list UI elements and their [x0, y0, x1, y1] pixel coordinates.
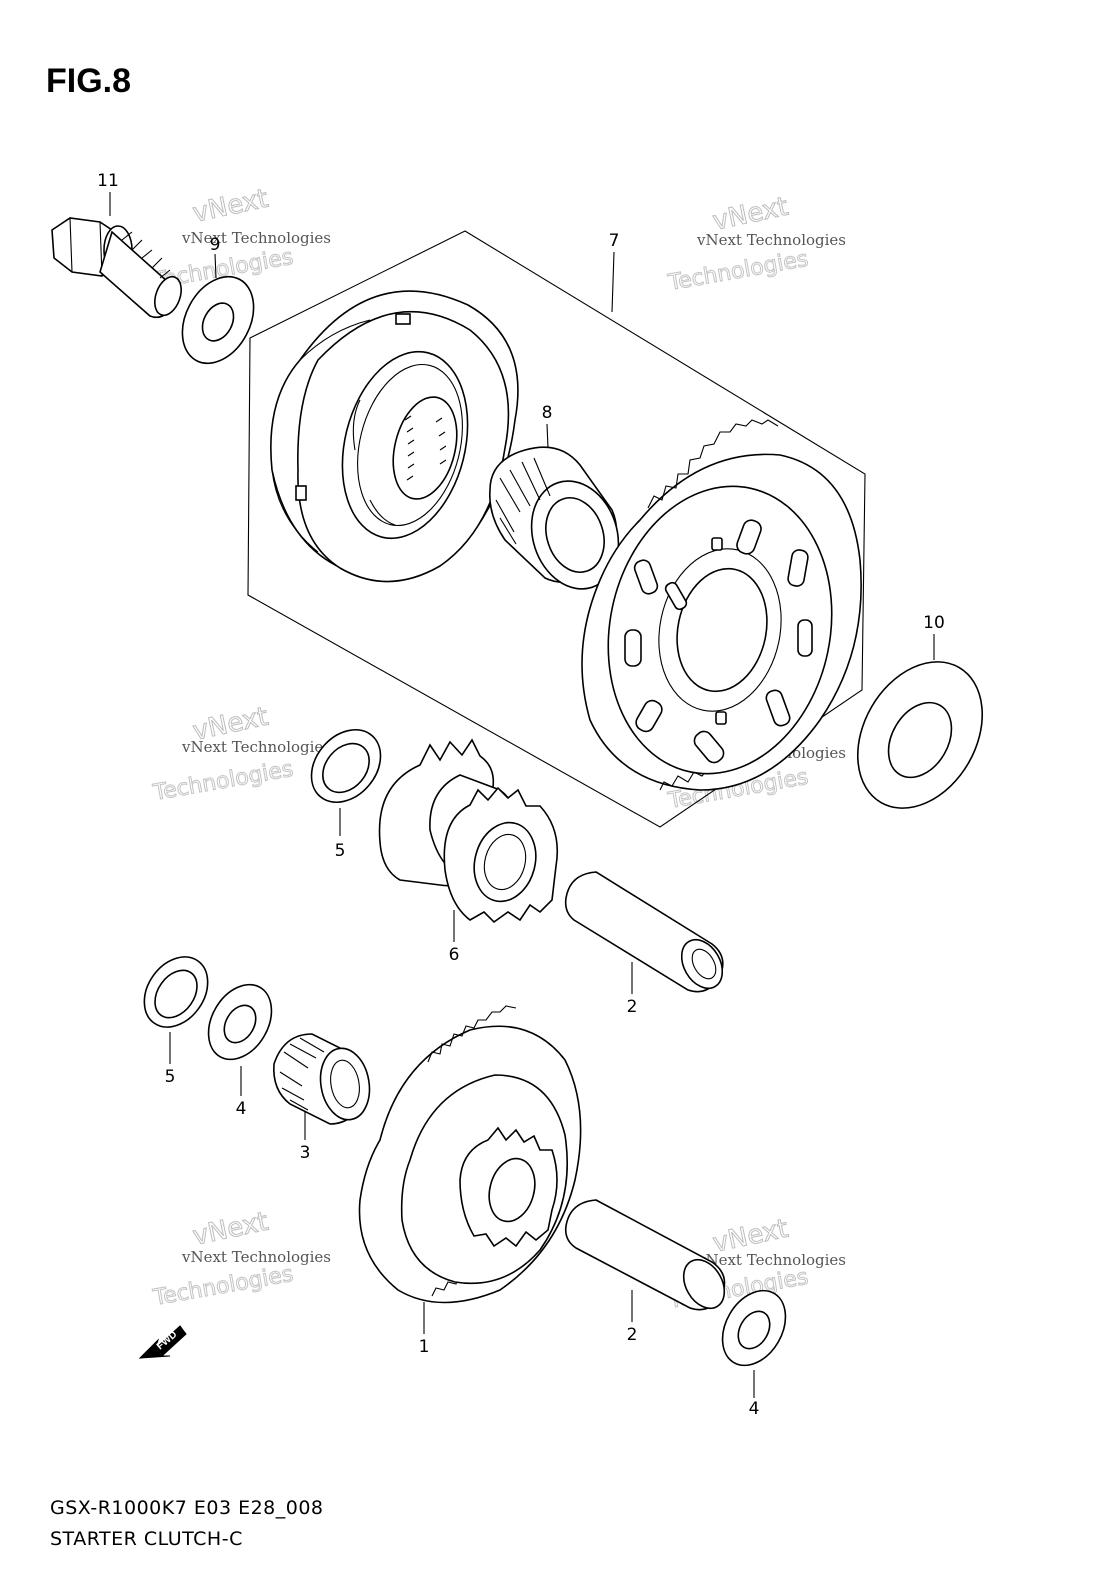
callout-labels: 11 9 7 8 10 5 6 2 5 4 3 1 2 4 [97, 171, 945, 1419]
model-code: GSX-R1000K7 E03 E28_008 [50, 1497, 324, 1519]
figure-title: FIG.8 [46, 62, 132, 100]
callout-2-upper: 2 [627, 997, 638, 1017]
callout-6: 6 [449, 945, 460, 965]
assembly-name: STARTER CLUTCH-C [50, 1528, 243, 1550]
starter-clutch-assembly-icon [270, 290, 519, 583]
svg-text:vNext Technologies: vNext Technologies [696, 231, 846, 249]
callout-4-left: 4 [236, 1099, 247, 1119]
callout-5-lower: 5 [165, 1067, 176, 1087]
leader-7 [611, 251, 615, 313]
needle-bearing-icon [488, 446, 620, 590]
svg-text:Technologies: Technologies [151, 1262, 296, 1311]
watermark-top-right: vNext Technologies vNext Technologies [665, 191, 846, 296]
washer-icon [721, 1289, 787, 1367]
svg-text:Technologies: Technologies [151, 757, 296, 806]
shaft-icon [564, 1199, 726, 1311]
callout-2-lower: 2 [627, 1325, 638, 1345]
callout-9: 9 [210, 235, 221, 255]
watermark-bottom-left: vNext Technologies vNext Technologies [150, 1206, 331, 1311]
svg-text:Technologies: Technologies [666, 247, 811, 296]
washer-icon [856, 661, 984, 809]
callout-7: 7 [609, 231, 620, 251]
watermark-top-left: vNext Technologies vNext Technologies [150, 183, 331, 294]
starter-gear-icon [581, 419, 862, 791]
callout-5-upper: 5 [335, 841, 346, 861]
svg-text:vNext Technologies: vNext Technologies [181, 229, 331, 247]
callout-3: 3 [300, 1143, 311, 1163]
watermark-mid-left: vNext Technologies vNext Technologies [150, 701, 331, 806]
svg-text:vNext: vNext [190, 184, 271, 229]
washer-icon [181, 275, 255, 365]
shaft-icon [564, 871, 724, 993]
washer-icon [207, 983, 273, 1061]
callout-11: 11 [97, 171, 119, 191]
fwd-arrow-icon: FWD [138, 1325, 187, 1359]
callout-4-right: 4 [749, 1399, 760, 1419]
washer-icon [310, 728, 382, 804]
washer-icon [143, 956, 209, 1028]
idle-gear-icon [378, 738, 559, 924]
callout-1: 1 [419, 1337, 430, 1357]
svg-text:vNext Technologies: vNext Technologies [181, 738, 331, 756]
assembly-7-outline [247, 230, 866, 828]
svg-text:vNext: vNext [190, 1207, 271, 1252]
needle-bearing-icon [273, 1033, 371, 1125]
callout-10: 10 [923, 613, 945, 633]
callout-8: 8 [542, 403, 553, 423]
leader-9 [214, 253, 217, 279]
bolt-icon [51, 217, 182, 319]
leader-8 [546, 423, 549, 449]
svg-text:vNext Technologies: vNext Technologies [181, 1248, 331, 1266]
reduction-gear-icon [358, 1005, 582, 1304]
svg-text:vNext Technologies: vNext Technologies [696, 1251, 846, 1269]
